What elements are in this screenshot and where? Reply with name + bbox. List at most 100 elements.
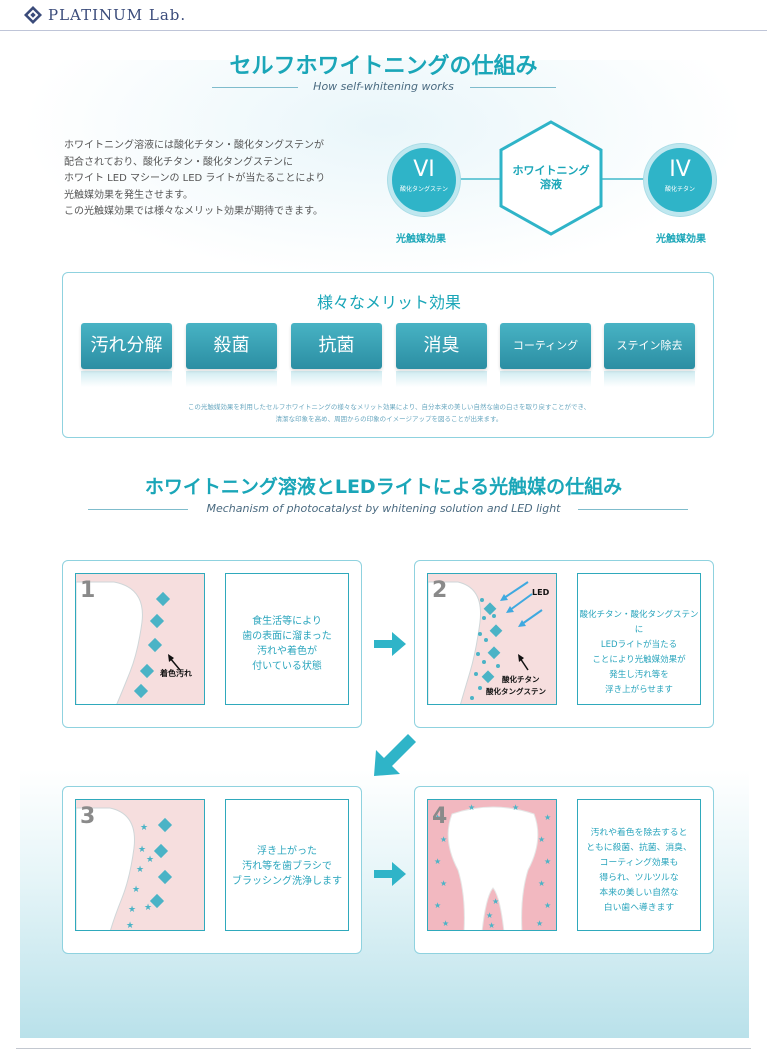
svg-text:★: ★ (544, 813, 551, 822)
merit-antibacterial: 抗菌 (291, 323, 382, 369)
svg-text:★: ★ (468, 803, 475, 812)
step-text-line: 付いている状態 (252, 661, 322, 672)
merit-coating: コーティング (500, 323, 591, 369)
step-number: 1 (80, 578, 96, 603)
svg-text:★: ★ (492, 897, 499, 906)
svg-text:★: ★ (488, 921, 495, 930)
connector-right (600, 178, 646, 180)
merit-dirt-decomposition: 汚れ分解 (81, 323, 172, 369)
merit-reflection (291, 371, 382, 387)
svg-text:★: ★ (434, 901, 441, 910)
merits-note-line1: この光触媒効果を利用したセルフホワイトニングの様々なメリット効果により、自分本来… (187, 403, 591, 411)
svg-text:★: ★ (144, 903, 152, 913)
step-4-description: 汚れや着色を除去すると ともに殺菌、抗菌、消臭、 コーティング効果も 得られ、ツ… (577, 799, 701, 931)
step-text-line: 発生し汚れ等を (609, 670, 669, 680)
svg-text:★: ★ (440, 835, 447, 844)
section1-subtitle: How self-whitening works (313, 80, 454, 93)
merit-stain-removal: ステイン除去 (604, 323, 695, 369)
step-text-line: ともに殺菌、抗菌、消臭、 (586, 843, 692, 853)
tooth-side-icon (76, 581, 181, 704)
tungsten-symbol: VI (413, 157, 435, 182)
intro-text: ホワイトニング溶液には酸化チタン・酸化タングステンが 配合されており、酸化チタン… (64, 138, 364, 221)
merits-panel: 様々なメリット効果 汚れ分解 殺菌 抗菌 消臭 コーティング ステイン除去 この… (62, 272, 714, 438)
header-divider (0, 30, 767, 31)
step-text-line: LEDライトが当たる (600, 640, 678, 650)
tooth-led-icon (428, 581, 543, 704)
step-4-illustration: ★★★ ★★★ ★★★ ★★★ ★★★ ★★ 4 (427, 799, 557, 931)
merit-reflection (81, 371, 172, 387)
whitening-solution-hexagon: ホワイトニング 溶液 (499, 120, 603, 236)
arrow-right-icon (374, 632, 406, 656)
merit-reflection (604, 371, 695, 387)
step-text-line: 浮き上がった (257, 846, 317, 857)
step-3-panel: ★ ★ ★ ★ ★ ★ ★ ★ 3 浮き上がった 汚れ等を歯ブラシで ブラッシン… (62, 786, 362, 954)
intro-line: ホワイトニング溶液には酸化チタン・酸化タングステンが (64, 140, 324, 151)
intro-line: 光触媒効果を発生させます。 (64, 189, 193, 201)
step-text-line: 酸化チタン・酸化タングステンに (579, 610, 699, 635)
platinum-logo-icon (24, 6, 42, 24)
svg-text:★: ★ (538, 879, 545, 888)
led-label: LED (532, 588, 550, 597)
svg-text:★: ★ (146, 855, 154, 865)
subtitle2-rule-left (88, 509, 188, 510)
intro-line: 配合されており、酸化チタン・酸化タングステンに (64, 156, 293, 168)
step-3-description: 浮き上がった 汚れ等を歯ブラシで ブラッシング洗浄します (225, 799, 349, 931)
step-text-line: ブラッシング洗浄します (232, 876, 342, 887)
svg-text:★: ★ (538, 835, 545, 844)
footer-divider (16, 1048, 751, 1049)
merits-note-line2: 清潔な印象を高め、周囲からの印象のイメージアップを図ることが出来ます。 (275, 415, 503, 423)
step-2-panel: 2 LED 酸化チタン 酸化タングステン 酸化チタン・酸化タングステンに LED… (414, 560, 714, 728)
svg-text:★: ★ (536, 919, 543, 928)
intro-line: ホワイト LED マシーンの LED ライトが当たることにより (64, 173, 326, 184)
photocatalyst-label-right: 光触媒効果 (656, 234, 706, 245)
clean-tooth-icon: ★★★ ★★★ ★★★ ★★★ ★★★ ★★ (434, 803, 551, 930)
subtitle-rule-left (212, 87, 298, 88)
titanium-caption: 酸化チタン (664, 186, 695, 193)
merit-reflection (500, 371, 591, 387)
hexagon-text: ホワイトニング 溶液 (499, 164, 603, 192)
svg-text:★: ★ (136, 865, 144, 875)
tungsten-oxide-label: 酸化タングステン (486, 687, 546, 696)
svg-text:★: ★ (132, 885, 140, 895)
step-number: 3 (80, 804, 96, 829)
step-text-line: 汚れ等を歯ブラシで (242, 861, 332, 872)
svg-text:★: ★ (128, 905, 136, 915)
titanium-oxide-circle: IV 酸化チタン (644, 144, 716, 216)
brand-name: PLATINUM Lab. (48, 6, 187, 24)
step-1-illustration: 1 着色汚れ (75, 573, 205, 705)
stain-label: 着色汚れ (160, 669, 192, 678)
svg-text:★: ★ (434, 813, 441, 822)
merit-deodorizing: 消臭 (396, 323, 487, 369)
step-number: 4 (432, 804, 448, 829)
step-4-panel: ★★★ ★★★ ★★★ ★★★ ★★★ ★★ 4 汚れや着色を除去すると ともに… (414, 786, 714, 954)
svg-text:★: ★ (512, 803, 519, 812)
header: PLATINUM Lab. (0, 0, 767, 32)
titanium-symbol: IV (669, 157, 691, 182)
svg-text:★: ★ (138, 845, 146, 855)
merit-reflection (396, 371, 487, 387)
photocatalyst-label-left: 光触媒効果 (396, 234, 446, 245)
arrow-down-left-icon (374, 734, 416, 776)
hexagon-line1: ホワイトニング (512, 164, 590, 177)
intro-line: この光触媒効果では様々なメリット効果が期待できます。 (64, 206, 323, 217)
tooth-floating-icon: ★ ★ ★ ★ ★ ★ ★ ★ (76, 807, 173, 931)
titanium-oxide-label: 酸化チタン (502, 675, 540, 684)
svg-text:★: ★ (126, 921, 134, 931)
step-text-line: 白い歯へ導きます (603, 903, 675, 913)
step-1-panel: 1 着色汚れ 食生活等により 歯の表面に溜まった 汚れや着色が 付いている状態 (62, 560, 362, 728)
subtitle2-rule-right (578, 509, 688, 510)
section2-title: ホワイトニング溶液とLEDライトによる光触媒の仕組み (144, 476, 623, 498)
svg-text:★: ★ (486, 911, 493, 920)
svg-text:★: ★ (442, 919, 449, 928)
hexagon-shape (499, 120, 603, 236)
step-text-line: 食生活等により (252, 616, 322, 627)
subtitle-rule-right (470, 87, 556, 88)
step-text-line: 汚れや着色が (257, 646, 317, 657)
step-2-description: 酸化チタン・酸化タングステンに LEDライトが当たる ことにより光触媒効果が 発… (577, 573, 701, 705)
section1-background (20, 60, 747, 280)
merit-reflection (186, 371, 277, 387)
arrow-right-icon (374, 862, 406, 886)
svg-text:★: ★ (544, 901, 551, 910)
merit-sterilization: 殺菌 (186, 323, 277, 369)
step-number: 2 (432, 578, 448, 603)
